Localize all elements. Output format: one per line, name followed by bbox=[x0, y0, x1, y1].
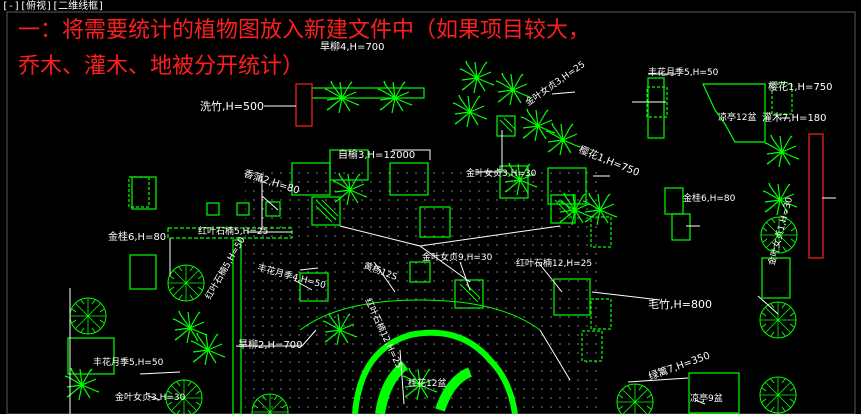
label-28[interactable]: 凉亭9盆 bbox=[690, 392, 723, 404]
label-4[interactable]: 灌木7,H=180 bbox=[762, 112, 827, 124]
instruction-line-2: 乔木、灌木、地被分开统计） bbox=[18, 54, 305, 79]
label-6[interactable]: 金叶女贞3,H=25 bbox=[523, 58, 588, 108]
label-27[interactable]: 绿篱7,H=350 bbox=[647, 349, 712, 383]
label-14[interactable]: 红叶石楠5,H=25 bbox=[198, 225, 268, 237]
plant-geometry bbox=[64, 60, 824, 414]
leader-lines bbox=[69, 73, 836, 414]
label-5[interactable]: 洗竹,H=500 bbox=[200, 99, 264, 113]
label-19[interactable]: 毛竹,H=800 bbox=[648, 297, 712, 311]
instruction-line-1: 一：将需要统计的植物图放入新建文件中（如果项目较大， bbox=[18, 18, 591, 43]
label-24[interactable]: 丰花月季5,H=50 bbox=[93, 356, 164, 368]
label-23[interactable]: 金叶女贞1,H=30 bbox=[765, 195, 795, 266]
paving-pattern bbox=[245, 165, 600, 414]
label-3[interactable]: 樱花1,H=750 bbox=[768, 80, 833, 93]
label-21[interactable]: 旱柳2,H=700 bbox=[238, 338, 303, 351]
label-18[interactable]: 红叶石楠12,H=25 bbox=[516, 257, 592, 269]
label-1[interactable]: 旱柳4,H=700 bbox=[320, 40, 385, 53]
viewport-label[interactable]: [-][俯视][二维线框] bbox=[2, 1, 105, 12]
label-12[interactable]: 金桂6,H=80 bbox=[683, 192, 736, 204]
label-26[interactable]: 桂花12盆 bbox=[408, 377, 446, 389]
label-13[interactable]: 金桂6,H=80 bbox=[108, 230, 166, 243]
label-25[interactable]: 金叶女贞3,H=30 bbox=[115, 391, 186, 403]
label-8[interactable]: 自榆3,H=12000 bbox=[338, 148, 415, 161]
label-2[interactable]: 丰花月季5,H=50 bbox=[648, 66, 719, 78]
label-9[interactable]: 金叶女贞3,H=30 bbox=[466, 167, 537, 179]
viewport-frame bbox=[6, 11, 856, 414]
label-17[interactable]: 金叶女贞9,H=30 bbox=[422, 251, 493, 263]
label-7[interactable]: 凉亭12盆 bbox=[718, 111, 756, 123]
